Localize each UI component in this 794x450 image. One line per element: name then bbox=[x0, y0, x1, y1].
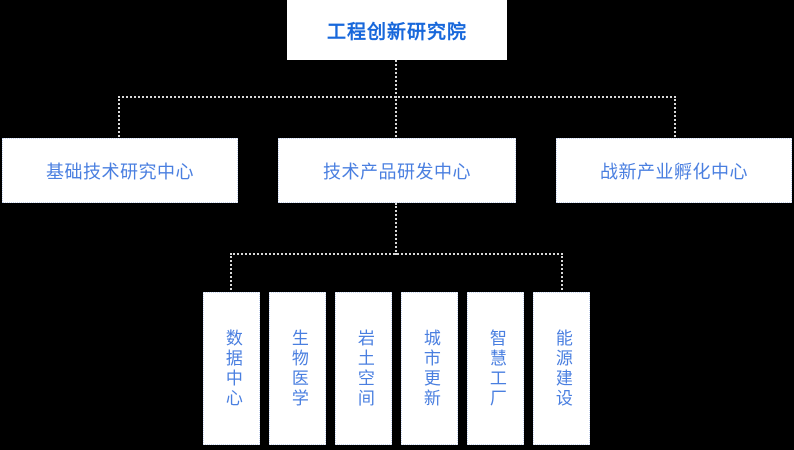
node-unit-data-center[interactable]: 数据中心 bbox=[203, 292, 260, 445]
connector-drop-department-middle bbox=[395, 96, 397, 140]
node-unit-smart-factory[interactable]: 智慧工厂 bbox=[467, 292, 524, 445]
node-unit-biomedicine[interactable]: 生物医学 bbox=[269, 292, 326, 445]
node-department-basic-technology[interactable]: 基础技术研究中心 bbox=[2, 138, 238, 203]
node-unit-label: 能源建设 bbox=[551, 328, 572, 409]
node-root-institute[interactable]: 工程创新研究院 bbox=[287, 0, 507, 60]
connector-middle-department-down bbox=[395, 203, 397, 255]
connector-drop-department-right bbox=[674, 96, 676, 140]
node-unit-urban-renewal[interactable]: 城市更新 bbox=[401, 292, 458, 445]
node-department-label: 基础技术研究中心 bbox=[46, 161, 194, 183]
node-unit-label: 城市更新 bbox=[419, 328, 440, 409]
node-root-label: 工程创新研究院 bbox=[326, 20, 467, 43]
connector-drop-unit-left bbox=[230, 253, 232, 294]
node-department-product-rnd[interactable]: 技术产品研发中心 bbox=[278, 138, 516, 203]
connector-department-bus bbox=[118, 96, 676, 98]
connector-drop-department-left bbox=[118, 96, 120, 140]
node-unit-label: 数据中心 bbox=[221, 328, 242, 409]
node-unit-geotechnical-space[interactable]: 岩土空间 bbox=[335, 292, 392, 445]
connector-unit-bus bbox=[230, 253, 563, 255]
node-unit-label: 生物医学 bbox=[287, 328, 308, 409]
node-unit-label: 岩土空间 bbox=[353, 328, 374, 409]
connector-drop-unit-right bbox=[561, 253, 563, 294]
node-department-industry-incubation[interactable]: 战新产业孵化中心 bbox=[556, 138, 792, 203]
node-department-label: 技术产品研发中心 bbox=[323, 161, 471, 183]
node-department-label: 战新产业孵化中心 bbox=[600, 161, 748, 183]
connector-root-down bbox=[395, 60, 397, 98]
node-unit-label: 智慧工厂 bbox=[485, 328, 506, 409]
node-unit-energy-construction[interactable]: 能源建设 bbox=[533, 292, 590, 445]
